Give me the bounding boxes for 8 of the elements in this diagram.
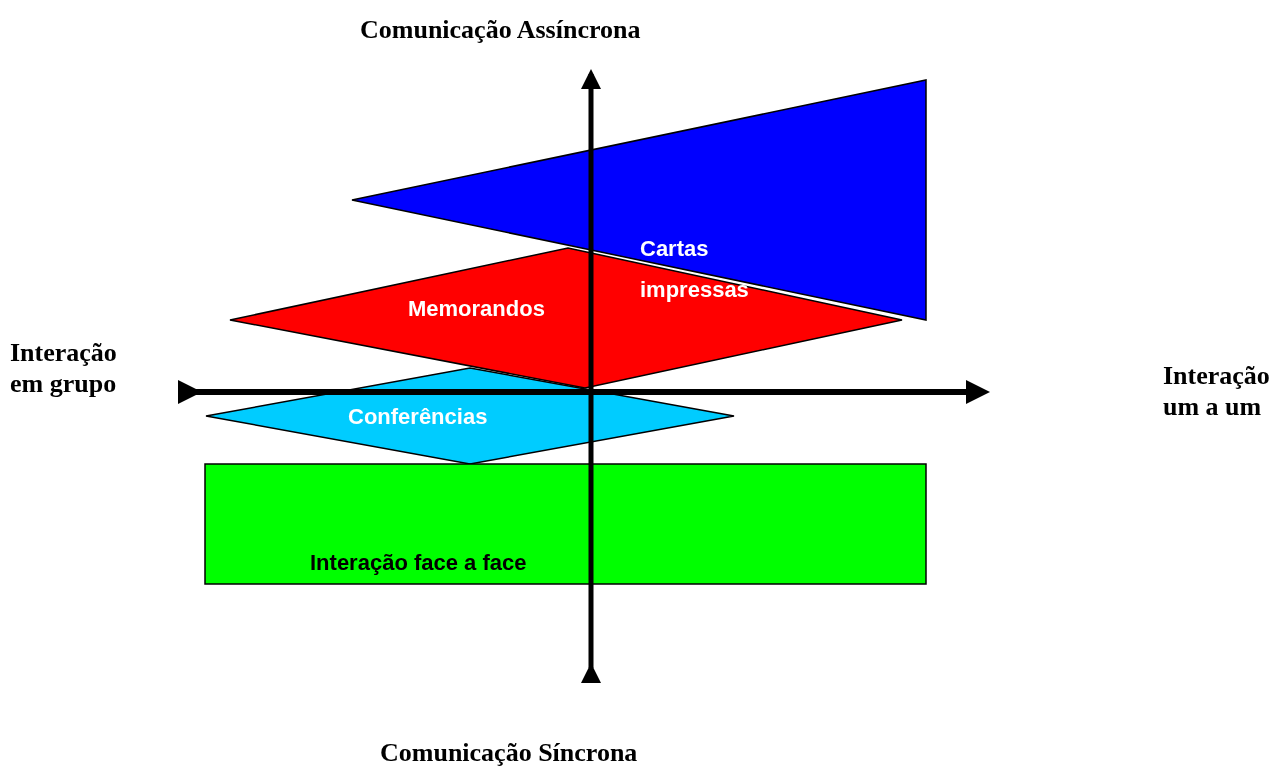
axis-label: Comunicação Assíncrona [360, 14, 641, 45]
shape-label: Memorandos [408, 295, 545, 323]
axis-label: Comunicação Síncrona [380, 737, 638, 768]
shape-label: Interação face a face [310, 549, 527, 577]
axis-label: Interação um a um [1163, 360, 1271, 422]
shape-label: Conferências [348, 403, 488, 431]
axis-label: Interação em grupo [10, 337, 118, 399]
shape-label: Cartas impressas [640, 235, 750, 304]
